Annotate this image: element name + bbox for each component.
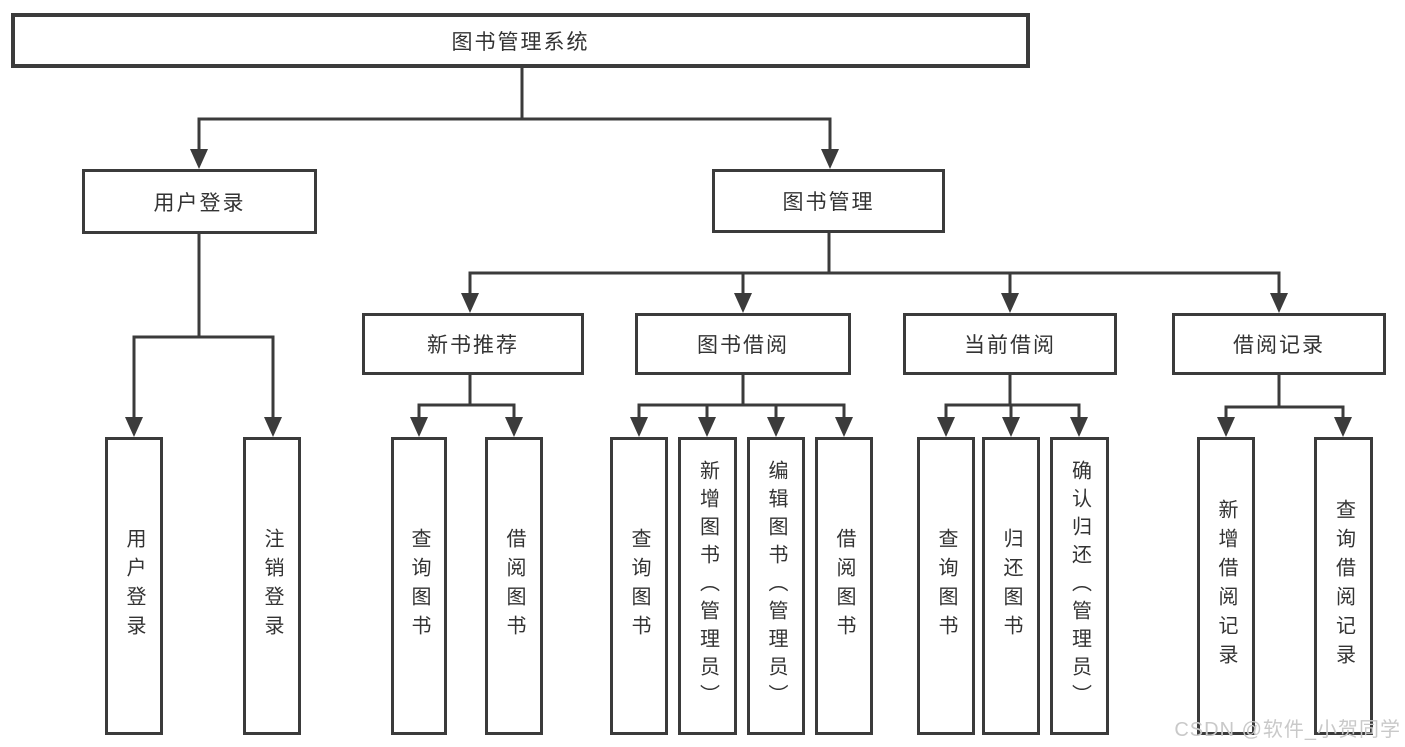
leaf-search-book-current-label: 查询图书 [935,528,957,644]
leaf-borrow-book: 借阅图书 [815,437,873,735]
node-root-label: 图书管理系统 [451,30,590,54]
leaf-borrow-book-label: 借阅图书 [833,528,855,644]
leaf-search-book-current: 查询图书 [917,437,975,735]
node-book-management-label: 图书管理 [782,191,875,214]
leaf-edit-book-admin: 编辑图书（管理员） [747,437,805,735]
leaf-edit-book-admin-label: 编辑图书（管理员） [765,460,787,712]
leaf-search-borrow-record: 查询借阅记录 [1314,437,1373,735]
leaf-confirm-return-admin-label: 确认归还（管理员） [1068,460,1091,712]
leaf-borrow-book-recommend: 借阅图书 [485,437,543,735]
leaf-add-borrow-record: 新增借阅记录 [1197,437,1255,735]
node-new-book-recommend-label: 新书推荐 [427,334,519,357]
node-user-login: 用户登录 [82,169,317,234]
leaf-logout: 注销登录 [243,437,301,735]
node-user-login-label: 用户登录 [153,191,246,215]
node-current-borrow: 当前借阅 [903,313,1117,375]
node-current-borrow-label: 当前借阅 [964,334,1056,357]
node-book-borrow: 图书借阅 [635,313,851,375]
leaf-add-book-admin-label: 新增图书（管理员） [696,460,719,712]
node-book-management: 图书管理 [712,169,945,233]
leaf-add-borrow-record-label: 新增借阅记录 [1215,499,1237,673]
leaf-logout-label: 注销登录 [261,528,283,644]
leaf-add-book-admin: 新增图书（管理员） [678,437,737,735]
node-book-borrow-label: 图书借阅 [697,334,789,357]
node-borrow-records-label: 借阅记录 [1233,334,1325,357]
node-new-book-recommend: 新书推荐 [362,313,584,375]
leaf-search-book-borrow-label: 查询图书 [628,528,650,644]
watermark: CSDN @软件_小贺同学 [1174,719,1401,741]
leaf-borrow-book-recommend-label: 借阅图书 [503,528,525,644]
leaf-search-book-recommend-label: 查询图书 [408,528,430,644]
leaf-search-book-borrow: 查询图书 [610,437,668,735]
leaf-search-book-recommend: 查询图书 [391,437,447,735]
leaf-return-book-label: 归还图书 [1000,528,1022,644]
leaf-user-login: 用户登录 [105,437,163,735]
leaf-confirm-return-admin: 确认归还（管理员） [1050,437,1109,735]
node-root: 图书管理系统 [11,13,1030,68]
node-borrow-records: 借阅记录 [1172,313,1386,375]
leaf-return-book: 归还图书 [982,437,1040,735]
leaf-search-borrow-record-label: 查询借阅记录 [1332,499,1355,673]
leaf-user-login-label: 用户登录 [123,528,145,644]
